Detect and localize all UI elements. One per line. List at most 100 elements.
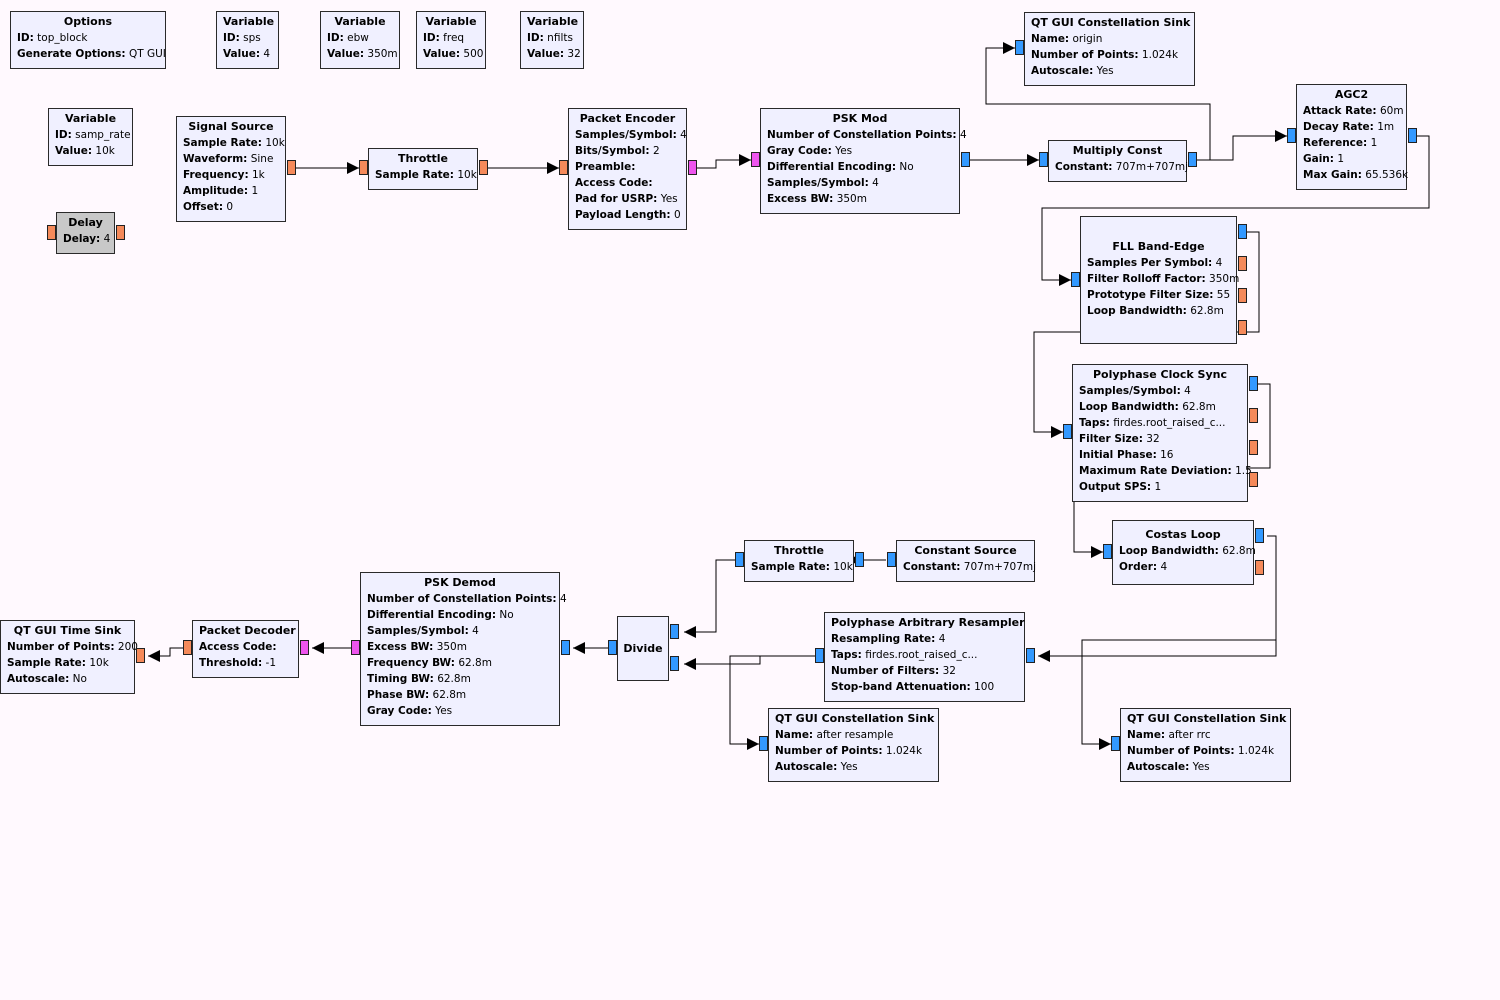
block-polyphase-clock-sync[interactable]: Polyphase Clock Sync Samples/Symbol: 4 L… (1072, 364, 1252, 502)
time-sink-input-port[interactable] (136, 648, 145, 663)
multiply-const-output-port[interactable] (1188, 152, 1197, 167)
block-divide[interactable]: Divide (617, 616, 669, 681)
throttle-top-output-port[interactable] (479, 160, 488, 175)
block-costas-loop[interactable]: Costas Loop Loop Bandwidth: 62.8m Order:… (1112, 520, 1256, 585)
psk-mod-output-port[interactable] (961, 152, 970, 167)
param-row: Name: after rrc (1127, 729, 1211, 741)
divide-input-port-0[interactable] (670, 624, 679, 639)
block-variable-sps[interactable]: Variable ID: sps Value: 4 (216, 11, 279, 69)
psk-mod-input-port[interactable] (751, 152, 760, 167)
block-title: QT GUI Constellation Sink (1127, 712, 1287, 725)
fll-output-port-3[interactable] (1238, 320, 1247, 335)
block-title: Polyphase Arbitrary Resampler (831, 616, 1025, 629)
block-throttle-top[interactable]: Throttle Sample Rate: 10k (368, 148, 478, 190)
constellation-sink-origin-input-port[interactable] (1015, 40, 1024, 55)
clock-sync-output-port-2[interactable] (1249, 440, 1258, 455)
param-row: Gray Code: Yes (767, 145, 853, 157)
constellation-sink-resample-input-port[interactable] (759, 736, 768, 751)
agc2-output-port[interactable] (1408, 128, 1417, 143)
param-row: Number of Points: 1.024k (1127, 745, 1275, 757)
throttle-bottom-output-port[interactable] (735, 552, 744, 567)
block-polyphase-arbitrary-resampler[interactable]: Polyphase Arbitrary Resampler Resampling… (824, 612, 1025, 702)
param-row: Excess BW: 350m (767, 193, 867, 205)
param-row: Value: 4 (223, 48, 271, 60)
block-title: Options (63, 15, 113, 28)
costas-input-port[interactable] (1103, 544, 1112, 559)
block-constellation-sink-after-resample[interactable]: QT GUI Constellation Sink Name: after re… (768, 708, 939, 782)
resampler-input-port[interactable] (1026, 648, 1035, 663)
resampler-output-port[interactable] (815, 648, 824, 663)
block-delay[interactable]: Delay Delay: 4 (56, 212, 115, 254)
packet-decoder-output-port[interactable] (183, 640, 192, 655)
param-row: Stop-band Attenuation: 100 (831, 681, 995, 693)
delay-input-port[interactable] (47, 225, 56, 240)
block-constellation-sink-after-rrc[interactable]: QT GUI Constellation Sink Name: after rr… (1120, 708, 1291, 782)
block-options[interactable]: Options ID: top_block Generate Options: … (10, 11, 166, 69)
throttle-bottom-input-port[interactable] (855, 552, 864, 567)
delay-output-port[interactable] (116, 225, 125, 240)
block-variable-nfilts[interactable]: Variable ID: nfilts Value: 32 (520, 11, 584, 69)
param-row: Name: after resample (775, 729, 894, 741)
throttle-top-input-port[interactable] (359, 160, 368, 175)
block-constant-source[interactable]: Constant Source Constant: 707m+707mj (896, 540, 1037, 582)
signal-source-output-port[interactable] (287, 160, 296, 175)
param-row: Threshold: -1 (199, 657, 277, 669)
param-row: ID: freq (423, 32, 465, 44)
block-psk-mod[interactable]: PSK Mod Number of Constellation Points: … (760, 108, 967, 214)
param-row: Loop Bandwidth: 62.8m (1119, 545, 1256, 557)
wire-encoder-to-psk-mod (697, 154, 751, 169)
block-variable-samp-rate[interactable]: Variable ID: samp_rate Value: 10k (48, 108, 133, 166)
block-variable-freq[interactable]: Variable ID: freq Value: 500 (416, 11, 486, 69)
costas-output-port-1[interactable] (1255, 560, 1264, 575)
block-qt-gui-time-sink[interactable]: QT GUI Time Sink Number of Points: 200 S… (0, 620, 138, 694)
psk-demod-output-port[interactable] (351, 640, 360, 655)
fll-input-port[interactable] (1071, 272, 1080, 287)
block-title: QT GUI Constellation Sink (775, 712, 935, 725)
constellation-sink-rrc-input-port[interactable] (1111, 736, 1120, 751)
block-psk-demod[interactable]: PSK Demod Number of Constellation Points… (360, 572, 567, 726)
clock-sync-output-port-3[interactable] (1249, 472, 1258, 487)
param-row: Number of Constellation Points: 4 (767, 129, 967, 141)
fll-output-port-1[interactable] (1238, 256, 1247, 271)
block-packet-encoder[interactable]: Packet Encoder Samples/Symbol: 4 Bits/Sy… (568, 108, 687, 230)
block-fll-band-edge[interactable]: FLL Band-Edge Samples Per Symbol: 4 Filt… (1080, 216, 1239, 344)
block-multiply-const[interactable]: Multiply Const Constant: 707m+707mj (1048, 140, 1188, 182)
clock-sync-output-port-0[interactable] (1249, 376, 1258, 391)
param-row: Attack Rate: 60m (1303, 105, 1404, 117)
param-row: Excess BW: 350m (367, 641, 467, 653)
packet-encoder-input-port[interactable] (559, 160, 568, 175)
clock-sync-output-port-1[interactable] (1249, 408, 1258, 423)
fll-output-port-0[interactable] (1238, 224, 1247, 239)
block-title: QT GUI Constellation Sink (1031, 16, 1191, 29)
multiply-const-input-port[interactable] (1039, 152, 1048, 167)
block-signal-source[interactable]: Signal Source Sample Rate: 10k Waveform:… (176, 116, 286, 222)
constant-source-output-port[interactable] (887, 552, 896, 567)
param-row: Differential Encoding: No (767, 161, 914, 173)
packet-encoder-output-port[interactable] (688, 160, 697, 175)
divide-output-port[interactable] (608, 640, 617, 655)
agc2-input-port[interactable] (1287, 128, 1296, 143)
costas-output-port-0[interactable] (1255, 528, 1264, 543)
block-throttle-bottom[interactable]: Throttle Sample Rate: 10k (744, 540, 854, 582)
param-row: Constant: 707m+707mj (903, 561, 1037, 573)
block-title: AGC2 (1334, 88, 1369, 101)
block-agc2[interactable]: AGC2 Attack Rate: 60m Decay Rate: 1m Ref… (1296, 84, 1409, 190)
param-row: Max Gain: 65.536k (1303, 169, 1409, 181)
fll-output-port-2[interactable] (1238, 288, 1247, 303)
param-row: Preamble: (575, 161, 636, 173)
psk-demod-input-port[interactable] (561, 640, 570, 655)
param-row: Order: 4 (1119, 561, 1168, 573)
param-row: Loop Bandwidth: 62.8m (1087, 305, 1224, 317)
block-title: Multiply Const (1072, 144, 1163, 157)
param-row: Loop Bandwidth: 62.8m (1079, 401, 1216, 413)
block-variable-ebw[interactable]: Variable ID: ebw Value: 350m (320, 11, 400, 69)
packet-decoder-input-port[interactable] (300, 640, 309, 655)
clock-sync-input-port[interactable] (1063, 424, 1072, 439)
param-row: Frequency: 1k (183, 169, 265, 181)
block-constellation-sink-origin[interactable]: QT GUI Constellation Sink Name: origin N… (1024, 12, 1195, 86)
divide-input-port-1[interactable] (670, 656, 679, 671)
wire-throttle-to-divide (684, 559, 735, 638)
param-row: Prototype Filter Size: 55 (1087, 289, 1231, 301)
block-title: Divide (623, 641, 663, 655)
block-packet-decoder[interactable]: Packet Decoder Access Code: Threshold: -… (192, 620, 299, 678)
